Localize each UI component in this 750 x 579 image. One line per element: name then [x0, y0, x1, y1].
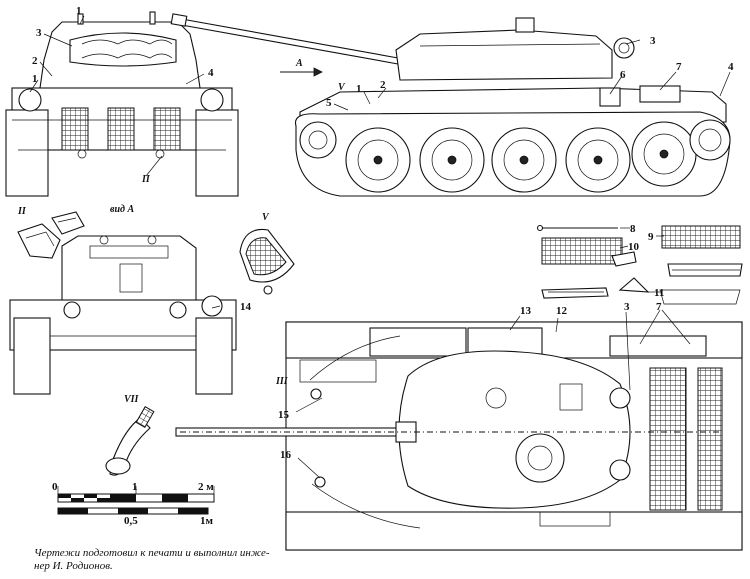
label-4-side: 4 [728, 61, 734, 73]
label-8: 8 [630, 223, 636, 235]
detail-v-headlight [239, 228, 295, 295]
scale-tick-1: 1 [132, 481, 138, 493]
label-10: 10 [628, 241, 640, 253]
label-1-front: 1 [76, 5, 82, 17]
detail-vii-tow-eye [105, 406, 155, 476]
label-5-side: 5 [326, 97, 332, 109]
detail-iii-label: III [275, 376, 289, 387]
view-a-rear [9, 235, 237, 395]
label-16: 16 [280, 449, 292, 461]
label-12: 12 [556, 305, 568, 317]
top-plan-view [175, 321, 743, 551]
label-7-plan: 7 [656, 301, 662, 313]
caption-line-1: Чертежи подготовил к печати и выполнил и… [34, 547, 270, 559]
scale-tick-0: 0 [52, 481, 58, 493]
scale-bar: 0 1 2 м 0,5 1м [52, 481, 215, 527]
caption-line-2: нер И. Родионов. [34, 560, 113, 572]
gun-barrel-top [175, 17, 399, 59]
view-a-title: вид А [110, 204, 134, 215]
road-wheels [345, 121, 697, 193]
label-2-side: 2 [380, 79, 386, 91]
label-3-front: 3 [36, 27, 42, 39]
detail-ii-parts [17, 211, 85, 259]
label-2-front: 2 [32, 55, 38, 67]
label-1-side: 1 [356, 83, 362, 95]
label-6-side: 6 [620, 69, 626, 81]
label-15: 15 [278, 409, 290, 421]
label-3-side: 3 [650, 35, 656, 47]
engine-grille-right [697, 367, 723, 511]
detail-ii-marker: II [141, 174, 151, 185]
drive-sprocket [689, 119, 731, 161]
label-9: 9 [648, 231, 654, 243]
view-a-arrow-label: А [295, 58, 303, 69]
track-link-10 [541, 237, 623, 265]
detail-ii-label: II [17, 206, 27, 217]
scale-tick-1m: 1м [200, 515, 214, 527]
leader-lines [29, 15, 731, 479]
detail-v-label: V [262, 212, 270, 223]
idler-wheel [299, 121, 337, 159]
plan-turret [398, 350, 631, 509]
side-turret [395, 29, 613, 81]
side-view [170, 13, 731, 197]
label-14: 14 [240, 301, 252, 313]
scale-tick-05: 0,5 [124, 515, 138, 527]
label-13: 13 [520, 305, 532, 317]
detail-vii-label: VII [124, 394, 140, 405]
scale-tick-2m: 2 м [198, 481, 214, 493]
label-3-plan: 3 [624, 301, 630, 313]
detail-v-marker-side: V [338, 82, 346, 93]
front-view [5, 11, 239, 197]
track-parts [536, 224, 743, 305]
part-number-labels: 1 3 2 1 4 II 3 7 6 4 1 2 5 А V II вид А … [17, 5, 734, 461]
engine-grille-left [649, 367, 687, 511]
track-link-9 [661, 225, 741, 249]
label-11: 11 [654, 287, 664, 299]
label-7-side: 7 [676, 61, 682, 73]
label-1-front-lower: 1 [32, 73, 38, 85]
label-4-front: 4 [208, 67, 214, 79]
